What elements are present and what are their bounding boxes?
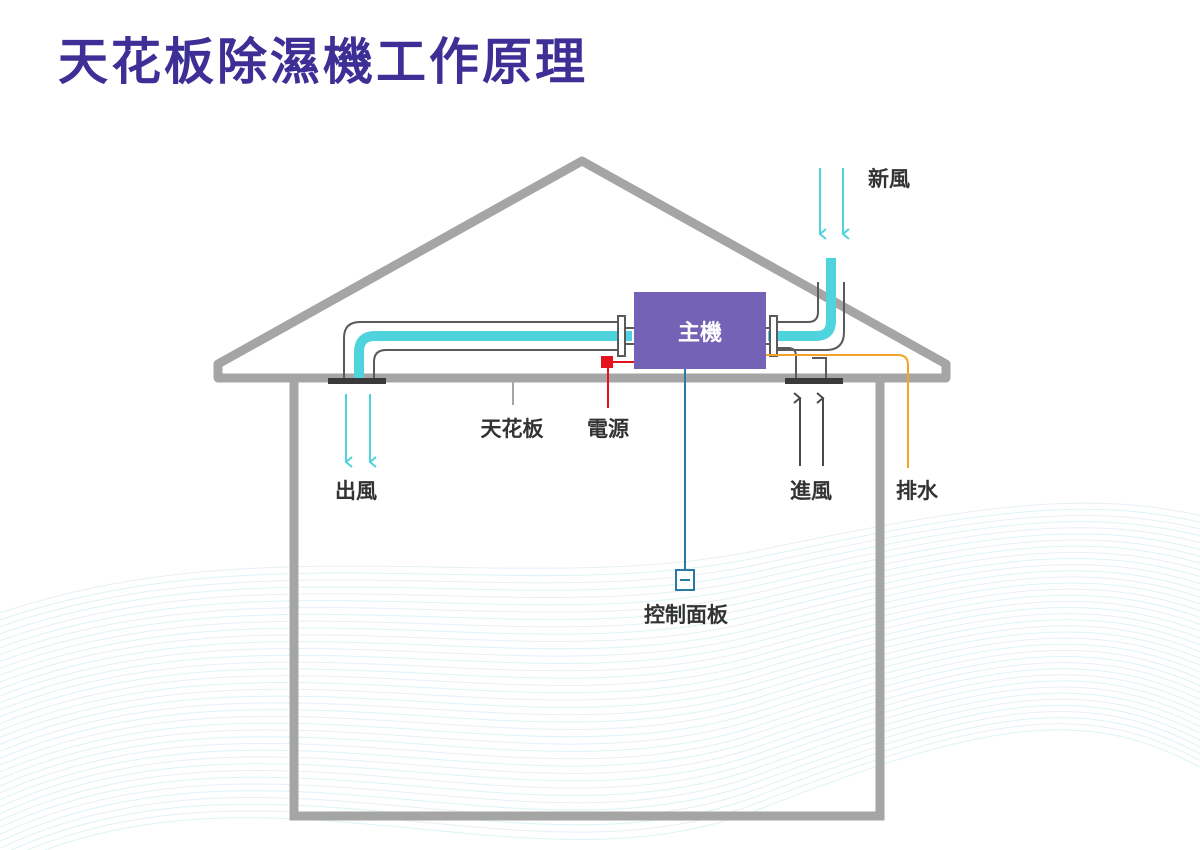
background-wave-line <box>0 619 1200 746</box>
background-wave-line <box>0 662 1200 794</box>
main-unit-body <box>634 292 766 369</box>
background-wave-line <box>10 717 1200 850</box>
outlet-air-arrows <box>344 394 377 468</box>
background-wave-line <box>0 637 1200 766</box>
background-wave-line <box>0 557 1200 676</box>
power-line <box>601 356 634 408</box>
outlet-duct <box>328 321 632 384</box>
background-wave-lines <box>0 502 1200 850</box>
house-outline <box>213 156 951 821</box>
fresh-air-label: 新風 <box>868 167 910 191</box>
background-wave-line <box>0 710 1200 849</box>
power-label: 電源 <box>587 417 629 441</box>
background-wave-line <box>0 545 1200 663</box>
outlet-air-flow <box>354 331 632 378</box>
inlet-air-label: 進風 <box>790 479 832 503</box>
background-wave-line <box>0 655 1200 787</box>
main-unit: 主機 <box>634 292 766 369</box>
main-unit-label: 主機 <box>678 321 722 346</box>
background-wave-line <box>0 502 1200 614</box>
background-wave-line <box>0 514 1200 628</box>
background-wave-line <box>0 674 1200 808</box>
inlet-air-arrows <box>793 392 825 466</box>
outlet-air-label: 出風 <box>335 479 377 503</box>
background-wave-line <box>0 588 1200 711</box>
background-wave-line <box>0 606 1200 732</box>
background-wave-line <box>0 521 1200 635</box>
left-duct-flange <box>617 315 634 357</box>
background-wave-line <box>0 594 1200 718</box>
background-wave-line <box>0 698 1200 836</box>
inlet-vent <box>785 378 843 384</box>
return-air-duct <box>776 347 843 384</box>
background-wave-line <box>0 643 1200 773</box>
background-wave-line <box>0 508 1200 621</box>
background-wave-line <box>0 686 1200 822</box>
background-wave-line <box>0 564 1200 683</box>
background-wave-line <box>0 576 1200 697</box>
house-walls <box>289 382 885 821</box>
background-wave-line <box>0 649 1200 780</box>
background-wave-line <box>0 668 1200 801</box>
control-panel <box>675 369 695 591</box>
background-wave-line <box>0 631 1200 759</box>
background-wave-line <box>0 551 1200 669</box>
page-title: 天花板除濕機工作原理 <box>58 33 588 91</box>
background-wave-line <box>0 704 1200 842</box>
fresh-air-arrows <box>818 168 850 240</box>
background-wave-line <box>0 570 1200 690</box>
background-wave-line <box>0 692 1200 829</box>
right-duct-flange <box>766 315 778 357</box>
fresh-air-flow <box>768 258 836 341</box>
background-wave-line <box>0 533 1200 649</box>
background-wave-line <box>0 600 1200 725</box>
background-wave-line <box>44 729 1200 850</box>
background-wave-line <box>0 539 1200 656</box>
house-roof <box>213 156 951 383</box>
background-wave-line <box>0 582 1200 704</box>
ceiling-label: 天花板 <box>481 417 545 441</box>
drainage-label: 排水 <box>896 479 939 503</box>
outlet-vent <box>328 378 386 384</box>
background-wave-line <box>0 527 1200 642</box>
background-wave-line <box>0 625 1200 752</box>
background-wave-line <box>0 613 1200 739</box>
drain-line <box>766 354 909 468</box>
background-wave-line <box>0 680 1200 815</box>
power-connector <box>601 356 613 368</box>
fresh-air-duct <box>768 258 845 351</box>
control-panel-label: 控制面板 <box>644 603 729 627</box>
